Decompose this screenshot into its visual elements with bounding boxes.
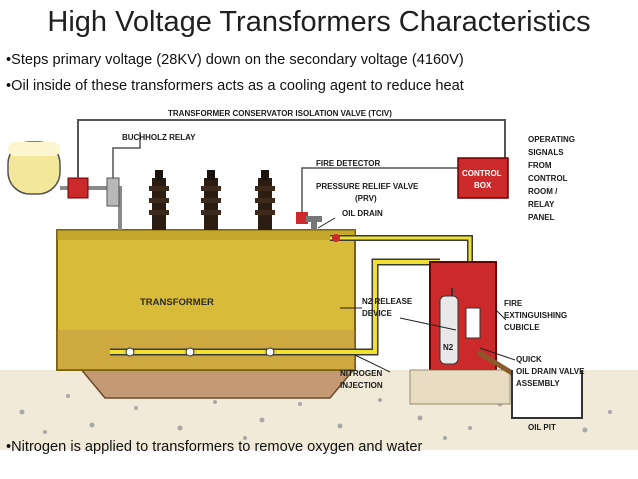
tciv-valve — [67, 177, 89, 199]
svg-text:NITROGEN: NITROGEN — [340, 369, 382, 378]
bullet-oil-cooling: •Oil inside of these transformers acts a… — [6, 78, 464, 94]
signal-wire-buchholz — [112, 132, 141, 178]
signal-wire-detector — [301, 167, 470, 212]
transformer-base — [78, 367, 357, 399]
svg-text:INJECTION: INJECTION — [340, 381, 383, 390]
prv-label-1: PRESSURE RELIEF VALVE — [316, 182, 419, 191]
operating-signals-label: OPERATING SIGNALS FROM CONTROL ROOM / RE… — [528, 135, 575, 222]
nitrogen-injection-label: NITROGEN INJECTION — [340, 369, 383, 390]
svg-text:PANEL: PANEL — [528, 213, 555, 222]
svg-text:FROM: FROM — [528, 161, 552, 170]
oil-pit — [511, 370, 583, 419]
svg-text:EXTINGUISHING: EXTINGUISHING — [504, 311, 567, 320]
svg-text:CONTROL: CONTROL — [528, 174, 568, 183]
signal-wire-top — [77, 119, 506, 178]
leader-lines — [317, 217, 516, 373]
bushing-2 — [201, 170, 221, 230]
bushing-3 — [255, 170, 275, 230]
bullet-nitrogen: •Nitrogen is applied to transformers to … — [6, 439, 423, 455]
svg-text:OPERATING: OPERATING — [528, 135, 575, 144]
control-box — [457, 157, 509, 199]
pressure-relief-valve — [306, 216, 322, 222]
svg-text:OIL DRAIN VALVE: OIL DRAIN VALVE — [516, 367, 585, 376]
oil-drain-label: OIL DRAIN — [342, 209, 383, 218]
n2-release-label: N2 RELEASE DEVICE — [362, 297, 413, 318]
control-box-label-2: BOX — [474, 181, 492, 190]
svg-text:QUICK: QUICK — [516, 355, 542, 364]
slide-title: High Voltage Transformers Characteristic… — [47, 6, 591, 38]
buchholz-label: BUCHHOLZ RELAY — [122, 133, 196, 142]
svg-text:DEVICE: DEVICE — [362, 309, 392, 318]
n2-cylinder — [439, 295, 459, 365]
cubicle-plinth — [409, 369, 511, 405]
svg-text:ASSEMBLY: ASSEMBLY — [516, 379, 560, 388]
control-box-label-1: CONTROL — [462, 169, 502, 178]
fire-cubicle-label: FIRE EXTINGUISHING CUBICLE — [504, 299, 567, 332]
bushings — [149, 170, 275, 230]
oil-pit-label: OIL PIT — [528, 423, 556, 432]
bullet-primary-voltage: •Steps primary voltage (28KV) down on th… — [6, 52, 464, 68]
quick-valve-label: QUICK OIL DRAIN VALVE ASSEMBLY — [516, 355, 585, 388]
transformer-tank — [56, 229, 356, 371]
svg-text:SIGNALS: SIGNALS — [528, 148, 564, 157]
bushing-1 — [149, 170, 169, 230]
fire-detector — [296, 212, 308, 224]
prv-label-2: (PRV) — [355, 194, 377, 203]
svg-text:ROOM /: ROOM / — [528, 187, 558, 196]
fire-detector-label: FIRE DETECTOR — [316, 159, 381, 168]
transformer-label: TRANSFORMER — [140, 297, 214, 308]
svg-text:RELAY: RELAY — [528, 200, 555, 209]
n2-cylinder-label: N2 — [443, 343, 454, 352]
svg-text:CUBICLE: CUBICLE — [504, 323, 540, 332]
ground-pebbles — [19, 394, 612, 440]
svg-text:FIRE: FIRE — [504, 299, 523, 308]
buchholz-relay — [106, 177, 120, 207]
conservator-valve-label: TRANSFORMER CONSERVATOR ISOLATION VALVE … — [168, 109, 392, 118]
svg-text:N2 RELEASE: N2 RELEASE — [362, 297, 413, 306]
